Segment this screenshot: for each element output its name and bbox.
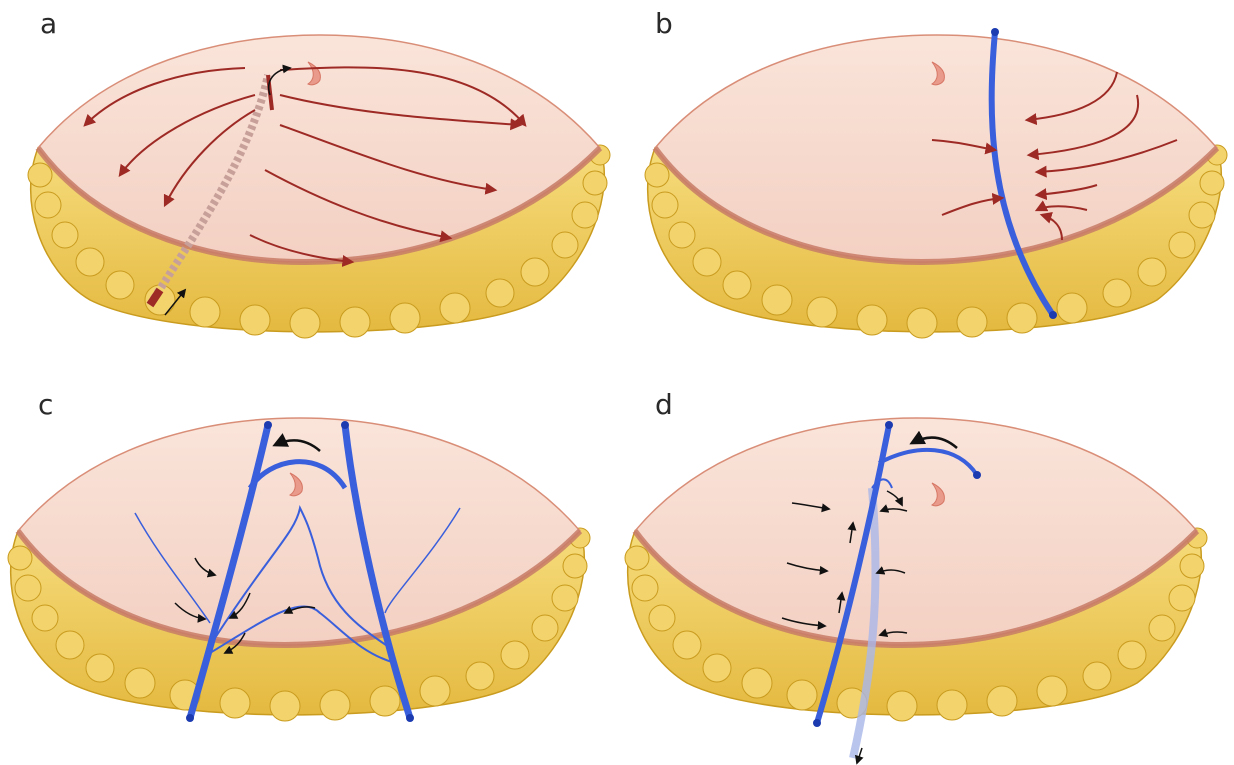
panel-label: b — [655, 10, 673, 38]
panel-d-illustration — [617, 383, 1234, 765]
panel-d: d — [617, 383, 1234, 765]
panel-b-illustration — [617, 0, 1234, 382]
panel-c-illustration — [0, 383, 617, 765]
vein-end-bottom — [1049, 311, 1057, 319]
panel-label: c — [38, 391, 53, 419]
panel-a: a — [0, 0, 617, 382]
panel-label: d — [655, 391, 673, 419]
flap-with-fat — [625, 418, 1207, 721]
panel-a-illustration — [0, 0, 617, 382]
panel-label: a — [40, 10, 57, 38]
panel-b: b — [617, 0, 1234, 382]
vein-end-top — [991, 28, 999, 36]
panel-c: c — [0, 383, 617, 765]
